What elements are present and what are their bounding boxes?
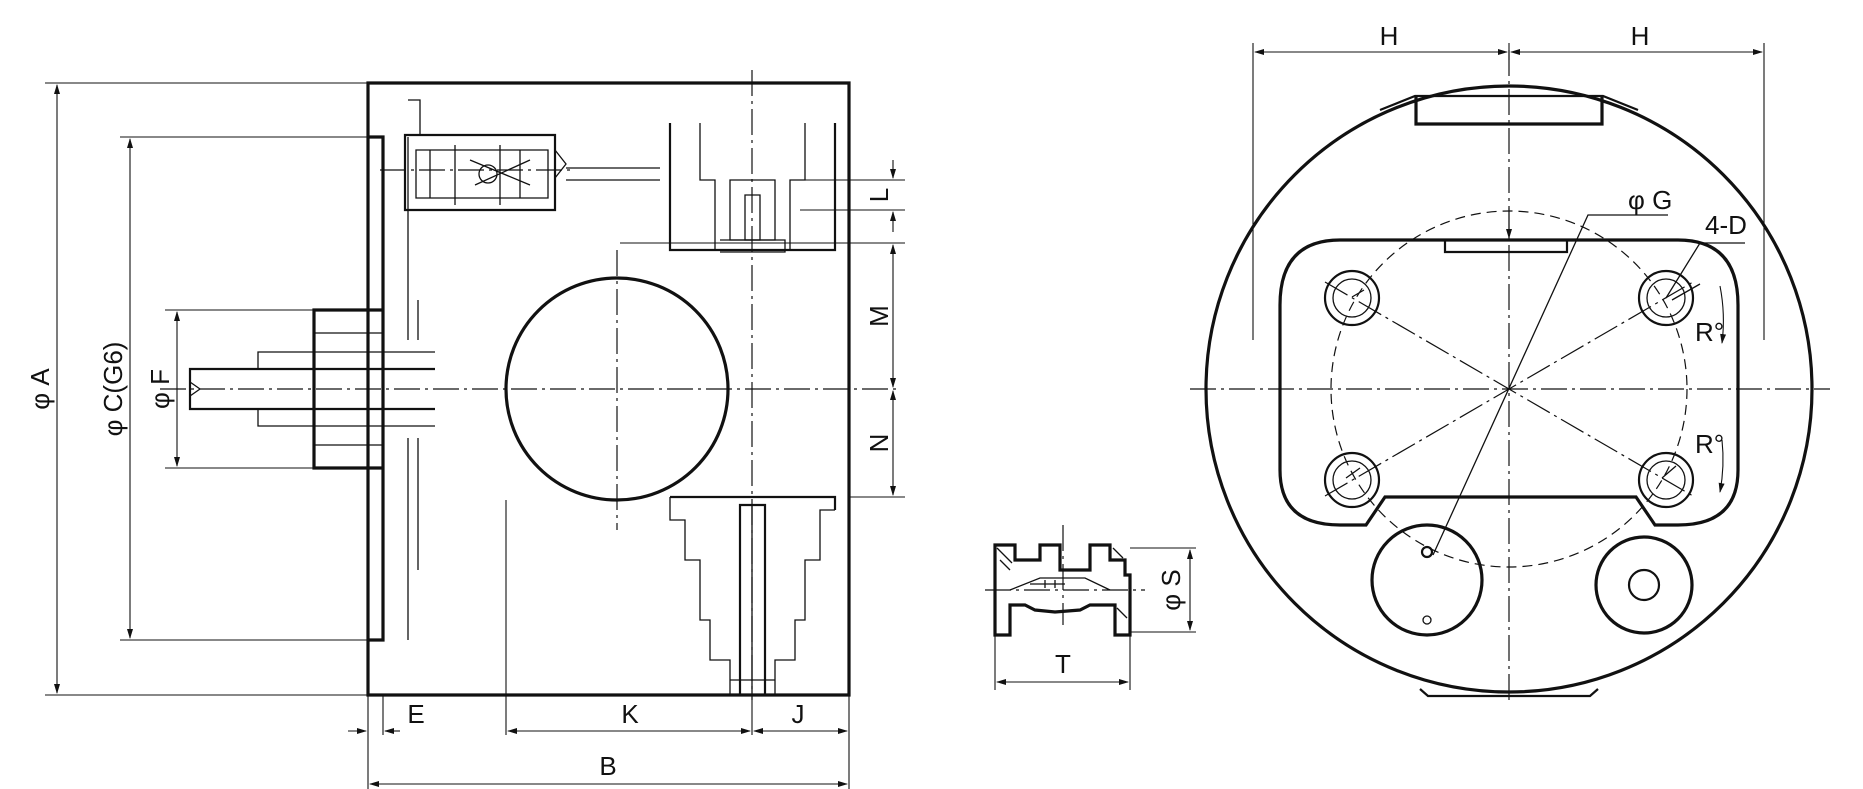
detail-view — [985, 525, 1196, 690]
dim-label-4D: 4-D — [1705, 210, 1747, 240]
dim-label-K: K — [621, 699, 639, 729]
dim-label-H-right: H — [1631, 21, 1650, 51]
end-inner-profile — [1278, 238, 1740, 527]
dim-label-S: φ S — [1156, 569, 1186, 610]
upper-left-valve — [403, 99, 660, 212]
side-view-dimensions — [45, 82, 905, 789]
dim-label-R-bottom: R° — [1695, 429, 1724, 459]
dim-label-F: φ F — [145, 369, 175, 409]
dim-label-L: L — [864, 188, 894, 202]
dim-label-M: M — [864, 305, 894, 327]
lower-insert — [669, 495, 837, 697]
dim-label-J: J — [792, 699, 805, 729]
dim-label-A: φ A — [25, 368, 55, 410]
dim-label-C: φ C(G6) — [98, 342, 128, 437]
dim-label-B: B — [599, 751, 616, 781]
bolt-hole — [1323, 451, 1381, 509]
bolt-hole — [1637, 451, 1695, 509]
dim-label-G: φ G — [1628, 185, 1672, 215]
side-view — [160, 70, 900, 700]
dim-label-R-top: R° — [1695, 317, 1724, 347]
end-lower-left-boss — [1370, 523, 1484, 637]
dim-label-T: T — [1055, 649, 1071, 679]
side-flange — [368, 135, 385, 642]
end-lower-right-boss — [1594, 535, 1694, 635]
dim-label-N: N — [864, 434, 894, 453]
dim-label-E: E — [407, 699, 424, 729]
bolt-hole — [1637, 269, 1695, 327]
end-view — [1190, 43, 1830, 705]
dim-label-H-left: H — [1380, 21, 1399, 51]
bolt-hole — [1323, 269, 1381, 327]
side-shaft — [188, 367, 435, 411]
side-hub — [312, 308, 383, 470]
